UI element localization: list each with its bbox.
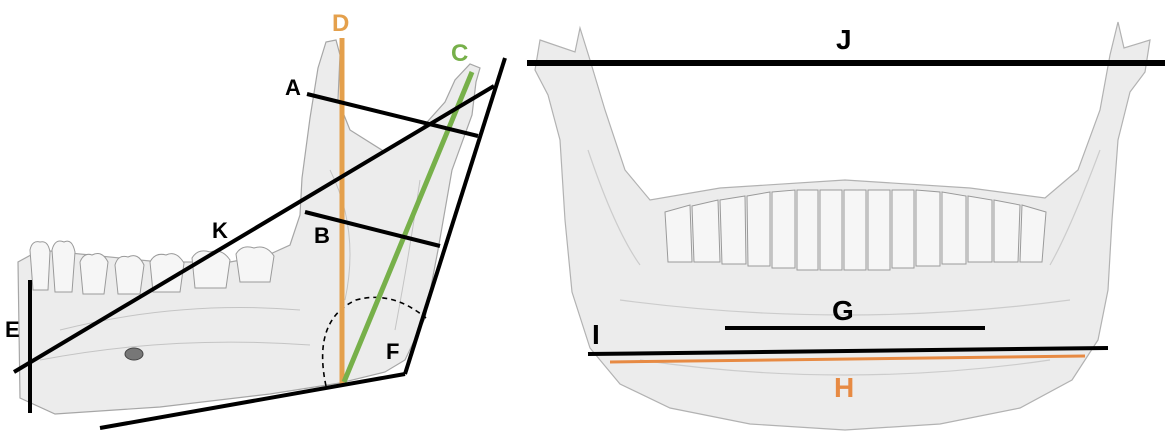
label-B: B	[314, 223, 330, 248]
label-E: E	[5, 317, 20, 342]
label-K: K	[212, 218, 228, 243]
frontal-mandible-view: J G I H	[527, 22, 1165, 430]
label-I: I	[592, 319, 600, 350]
label-G: G	[832, 295, 854, 326]
label-F: F	[386, 339, 399, 364]
label-A: A	[285, 75, 301, 100]
label-H: H	[834, 372, 854, 403]
frontal-teeth	[665, 190, 1046, 270]
label-D: D	[332, 10, 349, 37]
mental-foramen	[125, 348, 143, 360]
label-C: C	[451, 40, 468, 67]
label-J: J	[836, 24, 852, 55]
lateral-mandible-view: D C A B K E F	[5, 10, 505, 428]
